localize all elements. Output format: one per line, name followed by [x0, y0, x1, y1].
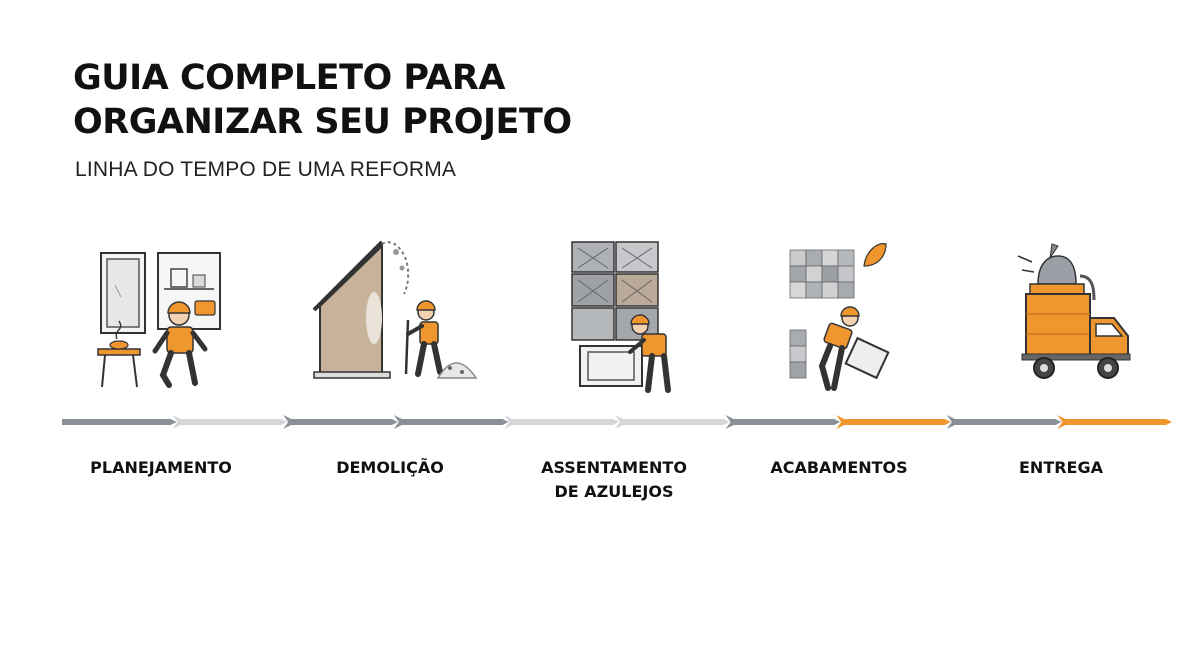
stage-label-entrega: ENTREGA: [1019, 458, 1103, 477]
timeline-segment: [504, 415, 619, 429]
stage-label-azulejos: ASSENTAMENTO DE AZULEJOS: [541, 458, 687, 501]
stage-label-acabamentos: ACABAMENTOS: [770, 458, 908, 477]
demolition-worker-icon: [312, 240, 478, 379]
timeline-segment: [172, 415, 288, 429]
timeline-track: [62, 415, 1172, 429]
delivery-truck-icon: [1017, 243, 1131, 379]
timeline-segment: [62, 419, 177, 425]
stage-label-demolicao: DEMOLIÇÃO: [336, 458, 444, 477]
timeline-segment: [615, 415, 730, 429]
tiling-worker-icon: [571, 241, 671, 393]
stage-label-planejamento: PLANEJAMENTO: [90, 458, 232, 477]
page-title: GUIA COMPLETO PARA ORGANIZAR SEU PROJETO: [73, 56, 693, 144]
timeline-segment: [836, 415, 951, 429]
planning-worker-icon: [97, 252, 221, 388]
timeline-segment: [725, 415, 841, 429]
title-line-2: ORGANIZAR SEU PROJETO: [73, 102, 572, 142]
timeline-segment: [1057, 415, 1172, 429]
timeline-segment: [393, 415, 509, 429]
timeline-segment: [946, 415, 1062, 429]
page-subtitle: LINHA DO TEMPO DE UMA REFORMA: [75, 158, 457, 181]
title-line-1: GUIA COMPLETO PARA: [73, 58, 505, 98]
timeline-segment: [283, 415, 398, 429]
finishing-worker-icon: [789, 243, 890, 391]
